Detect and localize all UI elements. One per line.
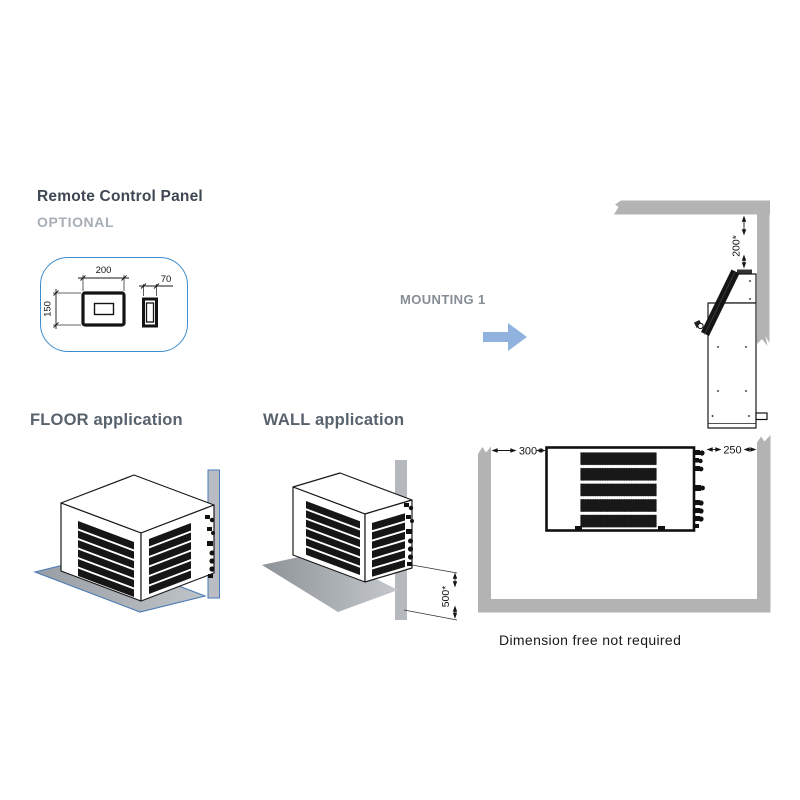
side-fittings: [694, 450, 705, 528]
dim-70-label: 70: [161, 274, 172, 285]
wall-application-title: WALL application: [263, 411, 405, 429]
wall-application-drawing: 500*: [262, 460, 458, 621]
front-grille: [306, 501, 360, 575]
side-grille: [149, 523, 191, 594]
panel-display: [93, 302, 115, 316]
dim-200-label: 200: [96, 265, 112, 276]
dim-500-label: 500*: [440, 586, 452, 608]
dim-300-label: 300: [519, 446, 537, 458]
dimension-height: 150: [43, 289, 81, 329]
bottom-wall: [478, 599, 771, 613]
remote-panel-title: Remote Control Panel: [37, 188, 203, 205]
dim-200-clearance-label: 200*: [731, 235, 743, 257]
remote-panel-subtitle: OPTIONAL: [37, 214, 115, 230]
dim-250-label: 250: [723, 445, 741, 457]
side-clearance-diagram: 200*: [614, 200, 770, 429]
floor-application-drawing: [33, 469, 220, 613]
panel-side-slot: [145, 302, 155, 323]
clearance-note: Dimension free not required: [499, 632, 682, 648]
floor-shadow: [262, 552, 398, 612]
dim-150-label: 150: [43, 301, 54, 317]
rear-fittings: [205, 515, 215, 578]
unit-side-view: [693, 269, 768, 429]
remote-panel-drawing: 200 150 70: [43, 265, 173, 329]
front-grille: [78, 521, 134, 597]
dimension-right-clearance: 250: [706, 445, 757, 457]
floor-application-title: FLOOR application: [30, 411, 183, 429]
remote-panel-diagram-box: 200 150 70: [40, 257, 188, 352]
wall: [757, 214, 770, 346]
side-grille: [372, 513, 405, 577]
right-wall: [757, 435, 771, 613]
unit-top-view: [545, 446, 705, 532]
left-wall: [478, 446, 491, 613]
unit-isometric: [292, 472, 414, 583]
dimension-width: 200: [78, 265, 129, 291]
dimension-top-clearance: 200*: [731, 215, 747, 269]
mounting-label: MOUNTING 1: [400, 292, 486, 307]
mounting-arrow-icon: [483, 323, 527, 351]
dimension-floor-clearance: 500*: [403, 564, 458, 621]
screws: [711, 280, 751, 417]
ceiling: [614, 200, 770, 215]
top-clearance-diagram: 300 250: [478, 435, 771, 613]
dimension-depth: 70: [139, 274, 173, 296]
dimension-left-clearance: 300: [491, 446, 546, 458]
unit-isometric: [60, 474, 215, 602]
rear-fittings: [404, 503, 414, 566]
